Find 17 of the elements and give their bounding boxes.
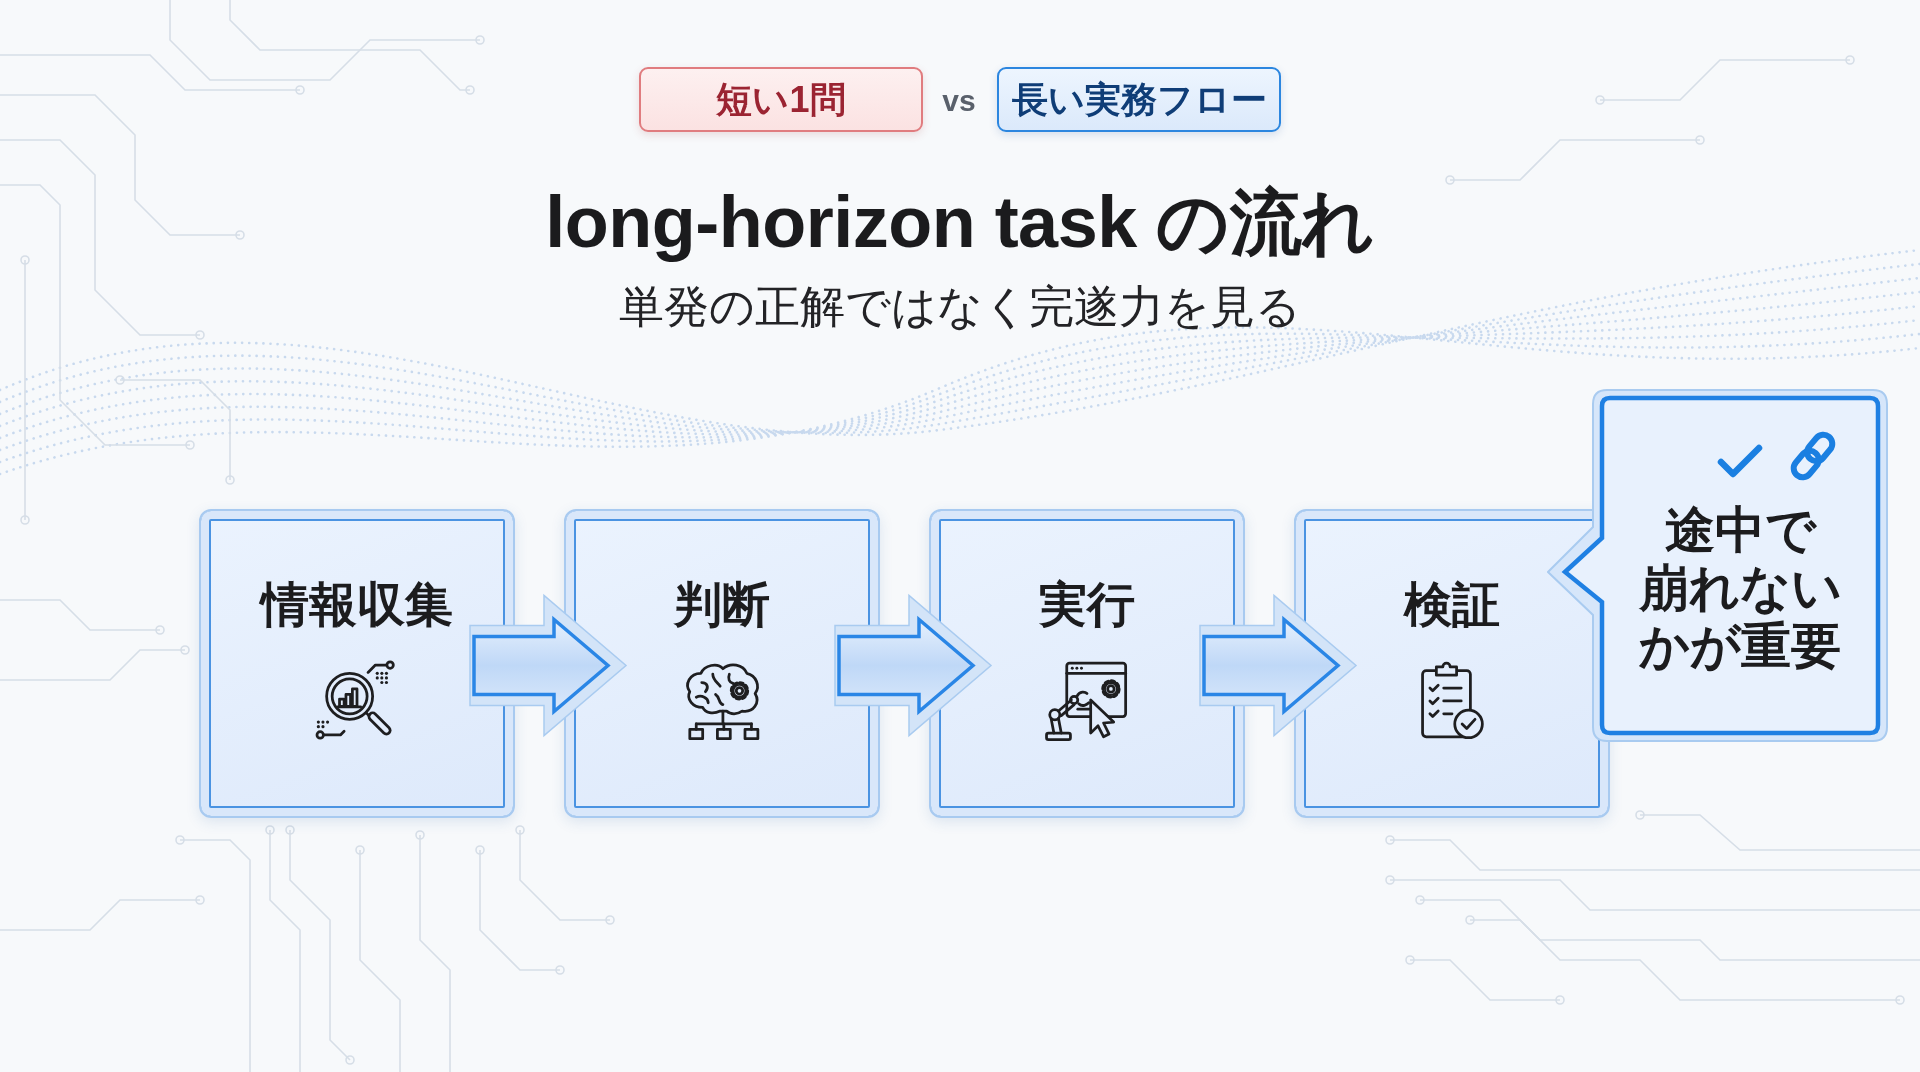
subtitle: 単発の正解ではなく完遂力を見る <box>619 280 1301 334</box>
step-box <box>199 509 515 818</box>
step-title: 判断 <box>674 577 770 633</box>
step-title: 検証 <box>1404 577 1500 633</box>
block-arrow <box>834 593 993 738</box>
step-title: 情報収集 <box>261 577 453 633</box>
step-box <box>929 509 1245 818</box>
vs-text: vs <box>942 83 976 119</box>
title: long-horizon task の流れ <box>545 181 1375 264</box>
block-arrow <box>469 593 628 738</box>
step-title: 実行 <box>1039 577 1135 633</box>
label-badge: 長い実務フロー <box>997 67 1281 132</box>
callout-text: 途中で崩れないかが重要 <box>1638 501 1842 675</box>
block-arrow <box>1199 593 1358 738</box>
callout-bubble <box>1547 389 1888 742</box>
step-box <box>564 509 880 818</box>
label-badge: 短い1問 <box>639 67 923 132</box>
